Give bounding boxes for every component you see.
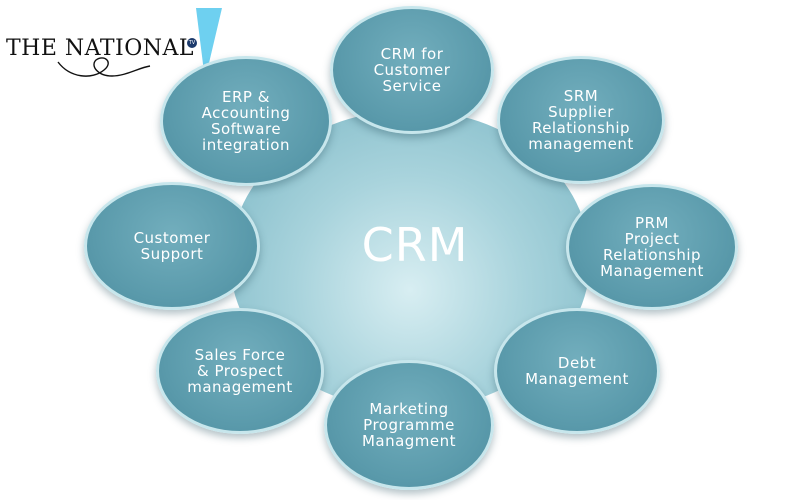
node-line: Managment xyxy=(361,432,457,450)
node-line: Management xyxy=(525,370,629,388)
node-line: Debt xyxy=(557,354,597,372)
node-debt-management: Debt Management xyxy=(494,308,660,434)
node-line: Software xyxy=(210,120,282,138)
node-line: Supplier xyxy=(548,103,614,121)
node-customer-support: Customer Support xyxy=(84,182,260,310)
node-line: management xyxy=(528,135,634,153)
node-line: SRM xyxy=(563,87,599,105)
node-line: Service xyxy=(382,77,442,95)
logo-text: The National xyxy=(6,36,194,61)
logo-accent-shape xyxy=(196,8,222,80)
node-line: integration xyxy=(202,136,290,154)
node-line: Programme xyxy=(363,416,455,434)
node-line: Project xyxy=(624,230,680,248)
node-line: Relationship xyxy=(531,119,631,137)
node-srm: SRM Supplier Relationship management xyxy=(497,56,665,184)
logo-tv-badge: TV xyxy=(187,38,197,48)
crm-hub-label: CRM xyxy=(361,218,469,272)
the-national-logo xyxy=(57,8,222,80)
node-line: Customer xyxy=(373,61,451,79)
node-line: ERP & xyxy=(222,88,270,106)
node-prm: PRM Project Relationship Management xyxy=(566,184,738,310)
node-line: Marketing xyxy=(369,400,449,418)
node-line: & Prospect xyxy=(197,362,283,380)
node-line: CRM for xyxy=(380,45,444,63)
node-marketing: Marketing Programme Managment xyxy=(324,360,494,490)
node-line: Management xyxy=(600,262,704,280)
node-line: PRM xyxy=(635,214,669,232)
node-line: Sales Force xyxy=(194,346,286,364)
logo-flourish xyxy=(57,57,151,77)
node-sales-force: Sales Force & Prospect management xyxy=(156,308,324,434)
node-line: Support xyxy=(140,245,204,263)
node-line: Relationship xyxy=(602,246,702,264)
node-crm-customer-service: CRM for Customer Service xyxy=(330,6,494,134)
node-line: Customer xyxy=(133,229,211,247)
node-erp: ERP & Accounting Software integration xyxy=(160,56,332,186)
node-line: management xyxy=(187,378,293,396)
node-line: Accounting xyxy=(201,104,291,122)
